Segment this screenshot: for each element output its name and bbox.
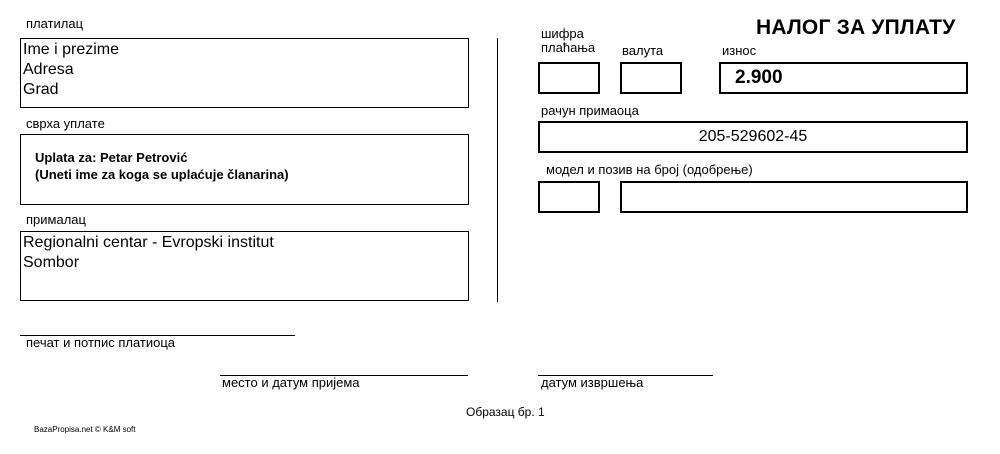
payer-field[interactable]: Ime i prezime Adresa Grad bbox=[20, 38, 469, 108]
account-value: 205-529602-45 bbox=[698, 128, 808, 145]
payer-city: Grad bbox=[23, 81, 59, 98]
purpose-label: сврха уплате bbox=[26, 116, 105, 131]
recipient-line-1: Regionalni centar - Evropski institut bbox=[23, 234, 274, 251]
form-divider bbox=[497, 38, 498, 302]
currency-field[interactable] bbox=[620, 62, 682, 94]
account-field[interactable]: 205-529602-45 bbox=[538, 121, 968, 153]
currency-label: валута bbox=[622, 43, 664, 58]
place-date-label: место и датум пријема bbox=[222, 375, 360, 390]
amount-value: 2.900 bbox=[735, 67, 783, 88]
execution-date-label: датум извршења bbox=[541, 375, 644, 390]
payer-address: Adresa bbox=[23, 61, 74, 78]
signature-label: печат и потпис платиоца bbox=[26, 335, 176, 350]
amount-field[interactable]: 2.900 bbox=[719, 62, 968, 94]
payer-name: Ime i prezime bbox=[23, 41, 120, 58]
reference-label: модел и позив на број (одобрење) bbox=[546, 162, 753, 177]
payment-code-field[interactable] bbox=[538, 62, 600, 94]
credit-text: BazaPropisa.net © K&M soft bbox=[34, 425, 136, 434]
place-date-line bbox=[220, 375, 468, 376]
reference-model-field[interactable] bbox=[538, 181, 600, 213]
payment-code-label-1: шифра bbox=[541, 26, 584, 41]
purpose-line-1: Uplata za: Petar Petrović bbox=[35, 150, 188, 165]
payment-code-label-2: плаћања bbox=[541, 40, 596, 55]
form-number: Образац бр. 1 bbox=[466, 405, 545, 419]
form-title: НАЛОГ ЗА УПЛАТУ bbox=[756, 16, 956, 39]
signature-line bbox=[20, 335, 295, 336]
account-label: рачун примаоца bbox=[541, 103, 639, 118]
purpose-line-2: (Uneti ime za koga se uplaćuje članarina… bbox=[35, 167, 289, 182]
payer-label: платилац bbox=[26, 16, 84, 31]
reference-number-field[interactable] bbox=[620, 181, 968, 213]
amount-label: износ bbox=[722, 43, 757, 58]
recipient-label: прималац bbox=[26, 212, 86, 227]
recipient-field[interactable]: Regionalni centar - Evropski institut So… bbox=[20, 231, 469, 301]
purpose-field[interactable]: Uplata za: Petar Petrović (Uneti ime za … bbox=[20, 134, 469, 205]
execution-date-line bbox=[538, 375, 713, 376]
recipient-line-2: Sombor bbox=[23, 254, 80, 271]
